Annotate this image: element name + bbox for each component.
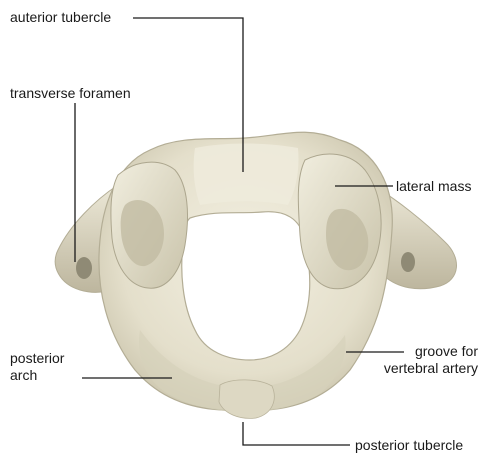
leader-posterior-tubercle [243, 422, 350, 445]
label-transverse-foramen: transverse foramen [10, 85, 131, 102]
label-posterior-arch: posterior arch [10, 350, 64, 384]
right-transverse-foramen [401, 252, 415, 272]
label-lateral-mass: lateral mass [396, 178, 471, 195]
label-posterior-tubercle: posterior tubercle [355, 437, 463, 454]
label-anterior-tubercle: auterior tubercle [10, 9, 111, 26]
label-groove-line2: vertebral artery [358, 360, 478, 377]
left-transverse-foramen [76, 257, 92, 279]
label-posterior-arch-line2: arch [10, 367, 64, 384]
label-groove-line1: groove for [358, 343, 478, 360]
anterior-arch-highlight [194, 144, 299, 206]
posterior-tubercle-bump [219, 380, 274, 419]
label-posterior-arch-line1: posterior [10, 350, 64, 367]
label-groove-vertebral-artery: groove for vertebral artery [358, 343, 478, 377]
